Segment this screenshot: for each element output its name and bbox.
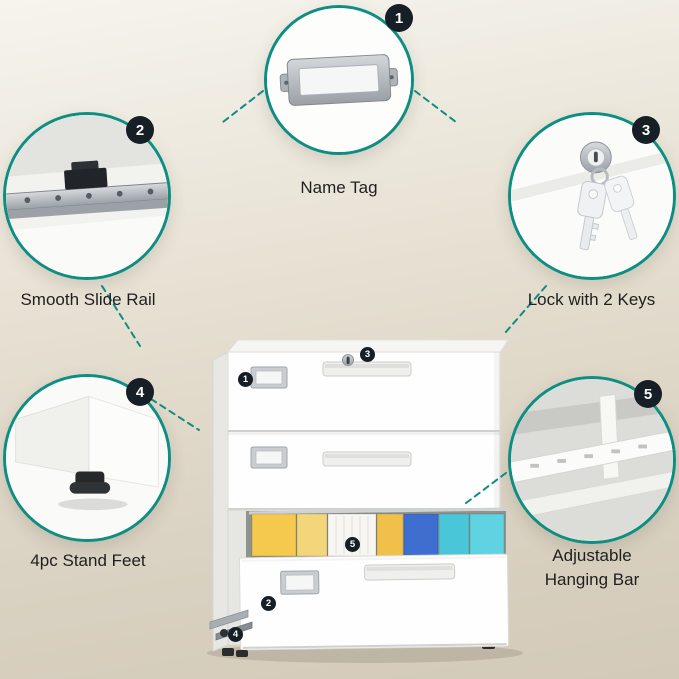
name-tag-card: [285, 574, 315, 591]
drawer-highlight: [241, 556, 506, 562]
handle-shadow: [325, 364, 409, 368]
label-hanging-bar: Adjustable Hanging Bar: [544, 546, 640, 589]
slide-rail-image: [6, 115, 168, 277]
file-folders: [251, 513, 505, 557]
cabinet-marker-3: 3: [360, 347, 375, 362]
callout-circle-slide-rail: [3, 112, 171, 280]
folder: [469, 513, 505, 557]
cabinet-marker-2: 2: [261, 596, 276, 611]
callout-circle-name-tag: [264, 5, 414, 155]
name-tag-card: [255, 370, 283, 385]
folder: [438, 513, 470, 557]
middle-drawer: [250, 446, 412, 469]
label-lock: Lock with 2 Keys: [527, 290, 656, 309]
folder: [403, 513, 439, 557]
cabinet-marker-5: 5: [345, 537, 360, 552]
callout-badge-5: 5: [634, 380, 662, 408]
callout-badge-4: 4: [126, 378, 154, 406]
folder: [251, 513, 297, 557]
keyhole: [346, 356, 350, 364]
paper-sheets: [335, 516, 369, 554]
drawer-bottom-edge: [242, 643, 507, 649]
name-tag-card: [255, 450, 283, 465]
label-slide-rail: Smooth Slide Rail: [20, 290, 156, 309]
handle-shadow: [325, 454, 409, 458]
cabinet-side-panel: [212, 351, 229, 652]
cabinet-marker-1: 1: [238, 372, 253, 387]
callout-badge-3: 3: [632, 116, 660, 144]
connector-6: [461, 472, 507, 507]
callout-badge-1: 1: [385, 4, 413, 32]
lock-with-keys-image: [511, 115, 673, 277]
connector-1: [222, 90, 264, 123]
connector-3: [101, 285, 141, 347]
top-drawer: [250, 354, 412, 389]
callout-circle-lock: [508, 112, 676, 280]
stand-foot: [236, 650, 248, 657]
cabinet: [209, 339, 510, 657]
drawer-seam-shadow: [228, 432, 500, 435]
open-drawer: [238, 553, 510, 651]
cabinet-marker-4: 4: [228, 627, 243, 642]
connector-5: [150, 398, 200, 431]
name-tag-image: [267, 8, 411, 152]
label-stand-feet: 4pc Stand Feet: [30, 551, 146, 570]
handle-shadow: [366, 565, 453, 572]
folder: [296, 513, 328, 557]
connector-2: [414, 90, 457, 123]
hanging-rail: [248, 507, 507, 515]
folder: [376, 513, 404, 557]
connector-4: [504, 285, 547, 334]
stand-foot: [222, 648, 234, 656]
callout-badge-2: 2: [126, 116, 154, 144]
label-name-tag: Name Tag: [300, 178, 378, 197]
